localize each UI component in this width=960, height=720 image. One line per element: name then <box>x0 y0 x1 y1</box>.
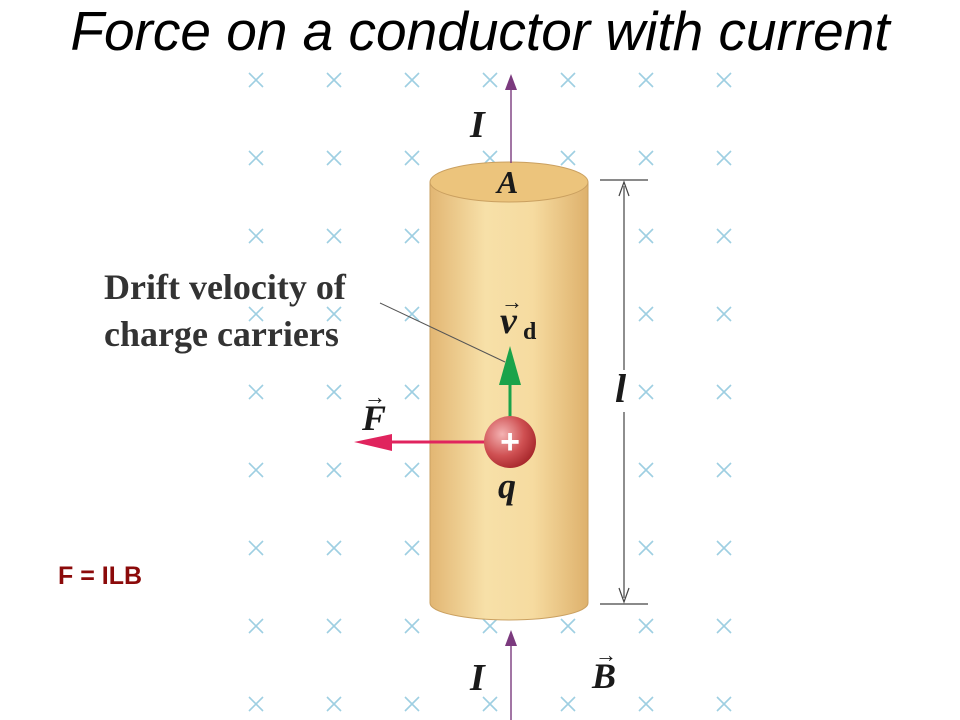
field-cross-mark <box>716 228 732 244</box>
field-cross-mark <box>404 384 420 400</box>
field-cross-mark <box>248 306 264 322</box>
slide-title: Force on a conductor with current <box>70 0 890 62</box>
field-cross-mark <box>404 462 420 478</box>
field-cross-mark <box>404 540 420 556</box>
field-cross-mark <box>482 618 498 634</box>
velocity-subscript: d <box>523 319 537 345</box>
velocity-label: → v d <box>500 289 537 345</box>
field-cross-mark <box>638 384 654 400</box>
field-cross-mark <box>638 540 654 556</box>
drift-leader-line <box>379 302 506 363</box>
field-cross-mark <box>638 462 654 478</box>
velocity-vector-arrow: → <box>501 289 523 314</box>
drift-label-line1: Drift velocity of <box>104 267 347 307</box>
field-label: → B <box>591 642 617 696</box>
field-cross-mark <box>404 696 420 712</box>
field-cross-mark <box>638 306 654 322</box>
field-cross-mark <box>404 150 420 166</box>
charge-sign: + <box>500 423 520 461</box>
area-label: A <box>495 164 518 200</box>
field-cross-mark <box>248 72 264 88</box>
charge-label: q <box>498 466 516 506</box>
field-cross-mark <box>326 462 342 478</box>
field-cross-mark <box>404 72 420 88</box>
field-cross-mark <box>716 618 732 634</box>
field-cross-mark <box>716 696 732 712</box>
field-cross-mark <box>326 228 342 244</box>
field-cross-mark <box>326 384 342 400</box>
field-cross-mark <box>560 150 576 166</box>
field-cross-mark <box>560 72 576 88</box>
field-cross-mark <box>716 150 732 166</box>
field-cross-mark <box>560 696 576 712</box>
field-cross-mark <box>326 540 342 556</box>
field-cross-mark <box>482 72 498 88</box>
field-cross-mark <box>638 72 654 88</box>
force-symbol: F <box>361 398 386 438</box>
force-label: → F <box>361 384 386 438</box>
force-vector-arrow: → <box>364 384 386 409</box>
field-vector-arrow: → <box>595 642 617 667</box>
field-cross-mark <box>716 306 732 322</box>
field-cross-mark <box>638 618 654 634</box>
field-cross-mark <box>248 384 264 400</box>
field-cross-mark <box>326 72 342 88</box>
field-cross-mark <box>716 540 732 556</box>
field-cross-mark <box>404 228 420 244</box>
charge-carrier: + <box>484 416 536 468</box>
current-arrow-bottom <box>505 630 517 720</box>
field-cross-mark <box>404 618 420 634</box>
field-cross-mark <box>248 228 264 244</box>
velocity-symbol: v <box>500 300 518 342</box>
field-cross-mark <box>638 150 654 166</box>
magnetic-field-marks <box>248 72 732 712</box>
field-cross-mark <box>716 384 732 400</box>
force-formula: F = ILB <box>58 562 143 590</box>
field-cross-mark <box>326 306 342 322</box>
field-cross-mark <box>248 462 264 478</box>
field-cross-mark <box>638 696 654 712</box>
field-cross-mark <box>248 696 264 712</box>
force-arrow <box>354 434 490 451</box>
field-cross-mark <box>716 462 732 478</box>
field-symbol: B <box>591 656 616 696</box>
field-cross-mark <box>248 618 264 634</box>
current-label-bottom: I <box>469 657 486 699</box>
current-label-top: I <box>469 104 486 146</box>
length-label: l <box>615 366 627 411</box>
field-cross-mark <box>326 696 342 712</box>
field-cross-mark <box>560 618 576 634</box>
current-arrow-top <box>505 74 517 163</box>
length-dimension <box>600 179 648 605</box>
field-cross-mark <box>326 150 342 166</box>
field-cross-mark <box>326 618 342 634</box>
field-cross-mark <box>716 72 732 88</box>
field-cross-mark <box>248 540 264 556</box>
field-cross-mark <box>248 150 264 166</box>
field-cross-mark <box>482 696 498 712</box>
drift-label-line2: charge carriers <box>104 314 339 354</box>
field-cross-mark <box>404 306 420 322</box>
drift-velocity-arrow <box>499 346 521 420</box>
field-cross-mark <box>638 228 654 244</box>
